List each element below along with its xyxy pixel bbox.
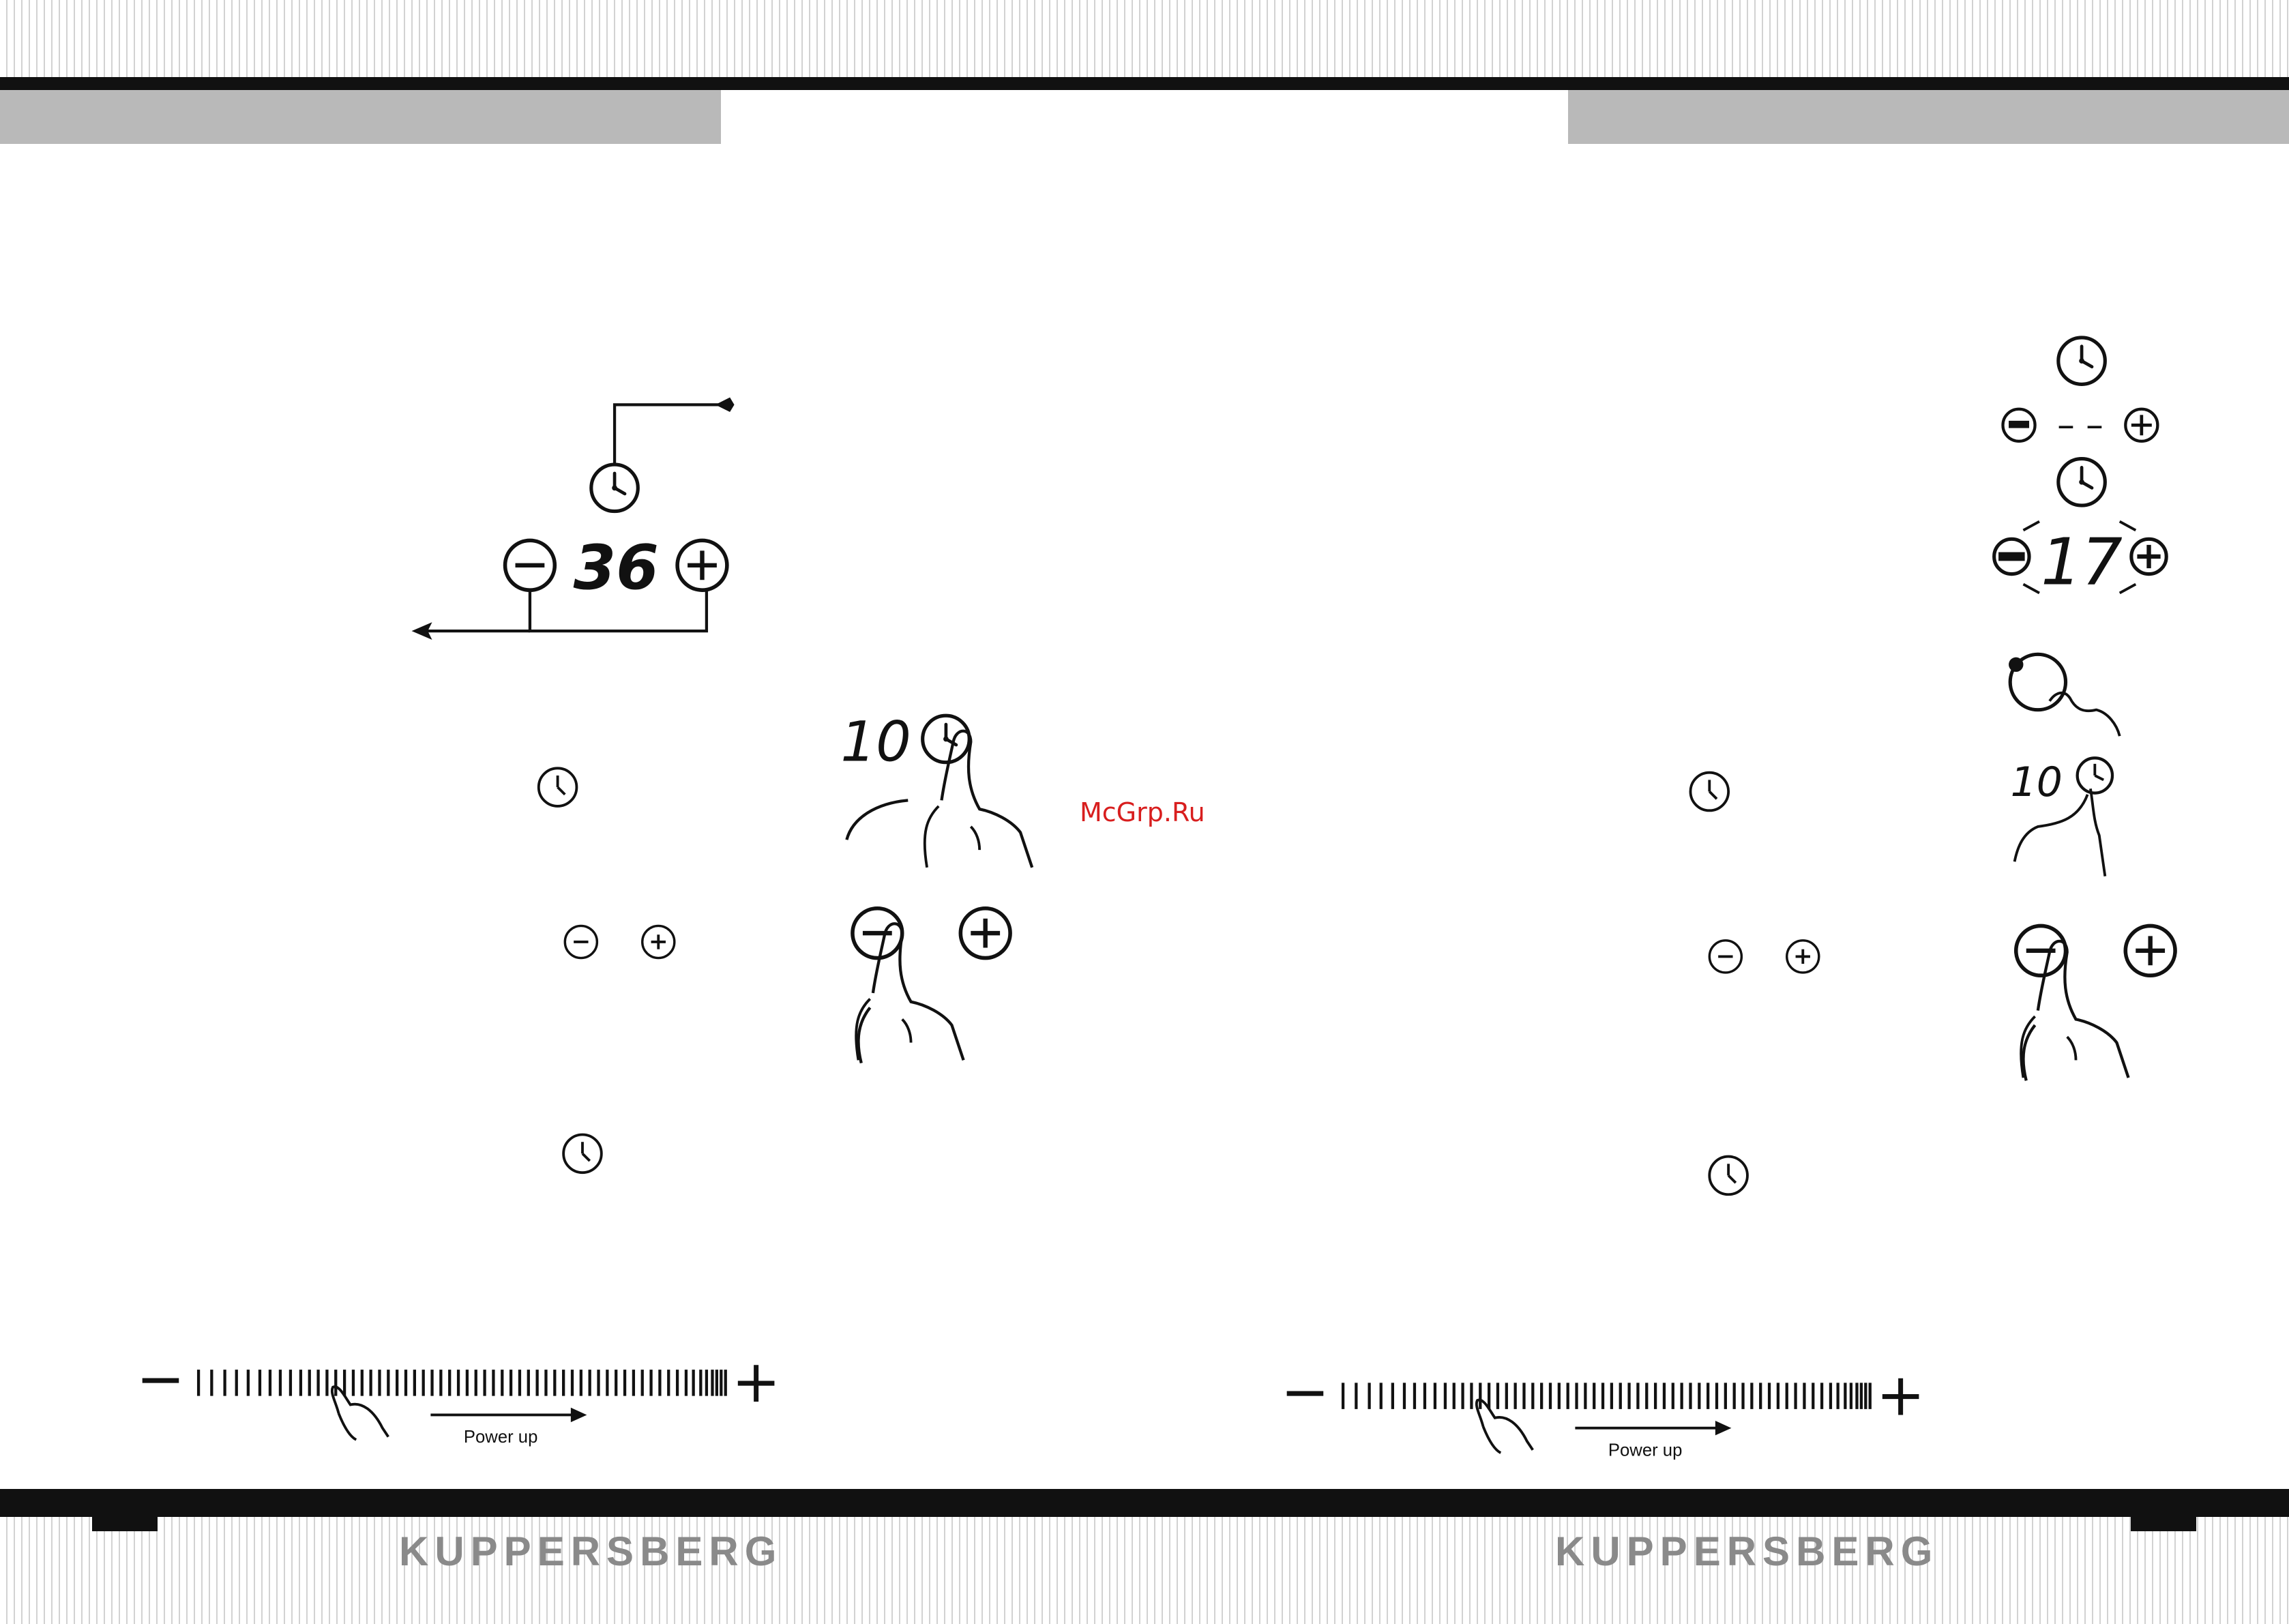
clock-icon: [591, 464, 638, 511]
touch-slider-icon: [1343, 1383, 1870, 1409]
right-timer-dashes: – –: [2057, 404, 2103, 445]
clock-icon: [2058, 338, 2105, 384]
left-slider-minus: −: [136, 1346, 186, 1413]
minus-icon: [565, 926, 597, 958]
right-slider-label: Power up: [1608, 1441, 1682, 1460]
clock-icon: [923, 715, 969, 762]
arrow-right-icon: [571, 1408, 587, 1422]
hand-pointer-icon: [925, 731, 1032, 868]
touch-slider-icon: [198, 1370, 726, 1396]
minus-icon: [505, 540, 555, 590]
plus-icon: [2125, 926, 2175, 975]
right-touch-display: 10: [2011, 758, 2063, 806]
right-power-touch-diagram: [2009, 654, 2120, 736]
minus-icon: [1709, 941, 1741, 973]
hand-pointer-icon: [2021, 941, 2128, 1078]
left-slider-plus: +: [732, 1348, 781, 1416]
arrow-right-icon: [1715, 1421, 1732, 1435]
right-touch-slider: [1343, 1383, 1870, 1453]
left-slider-label: Power up: [464, 1428, 537, 1447]
clock-icon: [2058, 459, 2105, 505]
clock-icon: [1709, 1157, 1747, 1195]
plus-icon: [960, 909, 1010, 958]
clock-icon: [539, 768, 577, 806]
plus-icon: [643, 926, 675, 958]
clock-icon: [563, 1135, 602, 1173]
minus-icon: [853, 909, 902, 958]
right-touch-minus-diagram: [2016, 926, 2175, 1080]
right-slider-minus: −: [1281, 1359, 1330, 1426]
right-blink-display: 17: [2041, 526, 2123, 600]
hand-pointer-icon: [856, 924, 963, 1060]
right-slider-plus: +: [1876, 1361, 1925, 1429]
clock-icon: [1690, 773, 1728, 811]
left-touch-slider: [198, 1370, 726, 1440]
plus-icon: [677, 540, 727, 590]
left-touch-minus-diagram: [853, 909, 1010, 1063]
plus-icon: [1787, 941, 1819, 973]
left-touch-display: 10: [840, 711, 911, 775]
left-timer-display: 36: [574, 533, 659, 604]
minus-icon: [2016, 926, 2066, 975]
